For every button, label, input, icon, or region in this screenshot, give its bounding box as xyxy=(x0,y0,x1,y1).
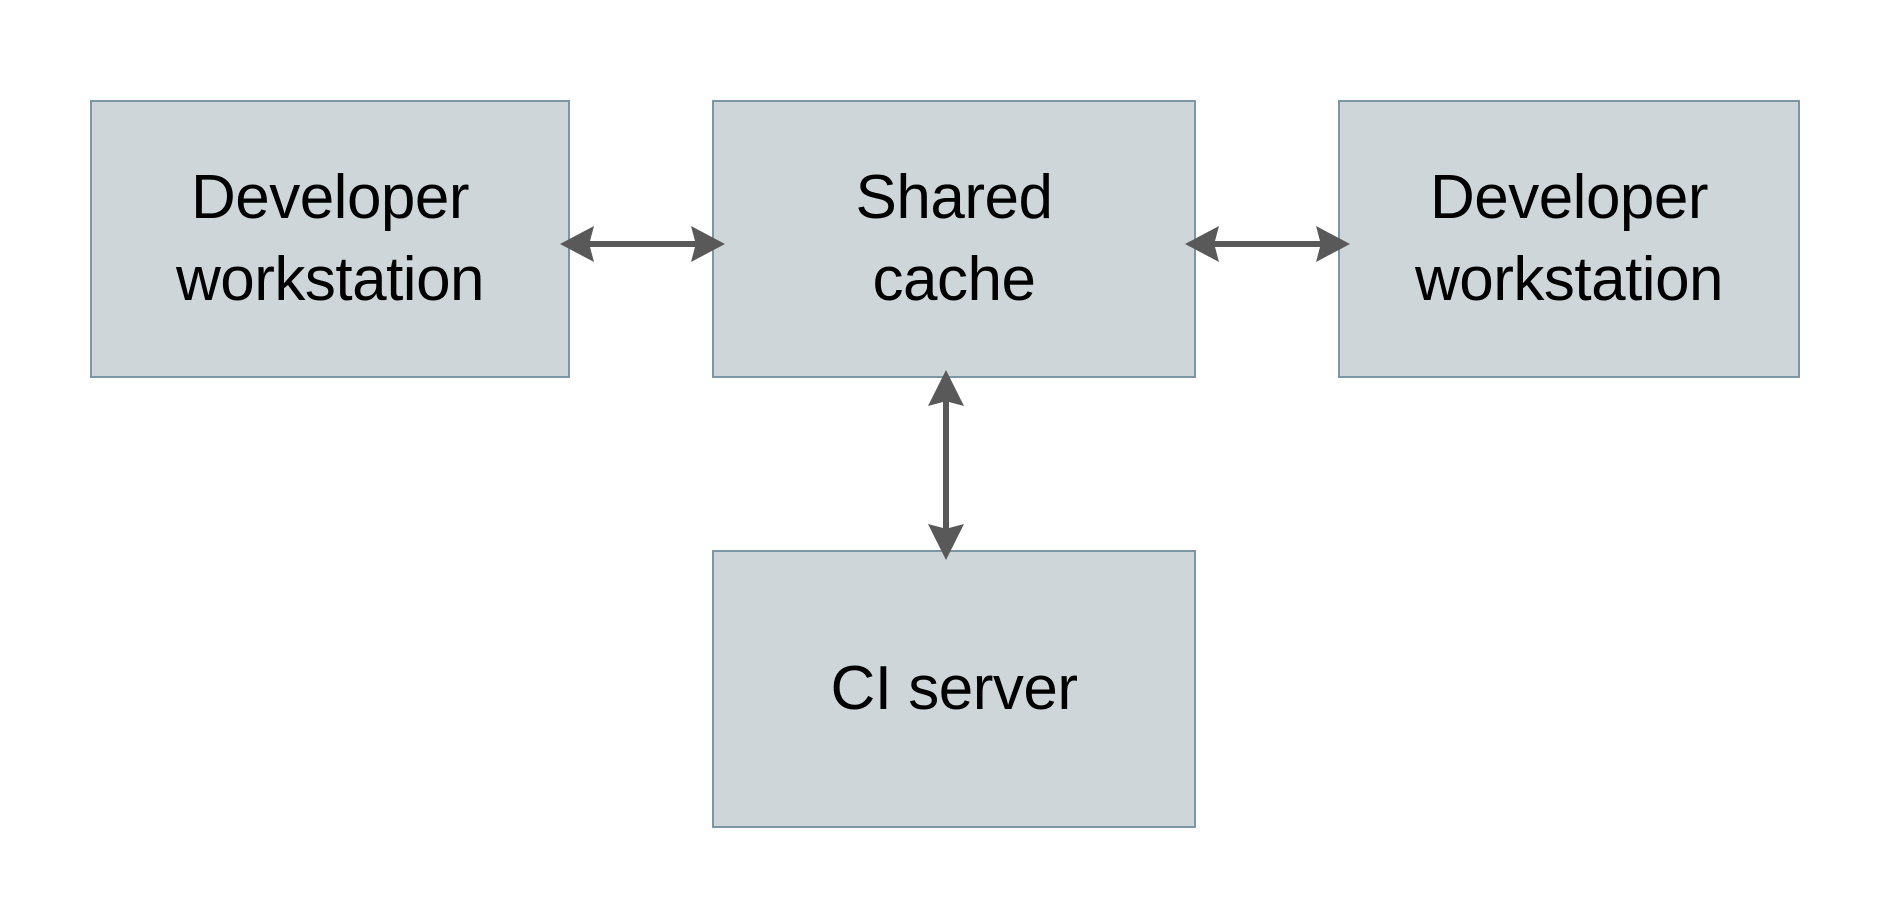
node-developer-workstation-left[interactable]: Developer workstation xyxy=(90,100,570,378)
node-label: Shared cache xyxy=(855,163,1053,314)
edge-shared-cache-to-ci-server-bidirectional-arrow xyxy=(928,370,964,560)
edge-shared-cache-to-developer-right-bidirectional-arrow xyxy=(1185,226,1350,262)
edge-developer-left-to-shared-cache-bidirectional-arrow xyxy=(560,226,725,262)
node-shared-cache[interactable]: Shared cache xyxy=(712,100,1196,378)
node-label: CI server xyxy=(830,654,1078,724)
node-label: Developer workstation xyxy=(175,163,485,314)
node-label: Developer workstation xyxy=(1414,163,1724,314)
node-developer-workstation-right[interactable]: Developer workstation xyxy=(1338,100,1800,378)
node-ci-server[interactable]: CI server xyxy=(712,550,1196,828)
